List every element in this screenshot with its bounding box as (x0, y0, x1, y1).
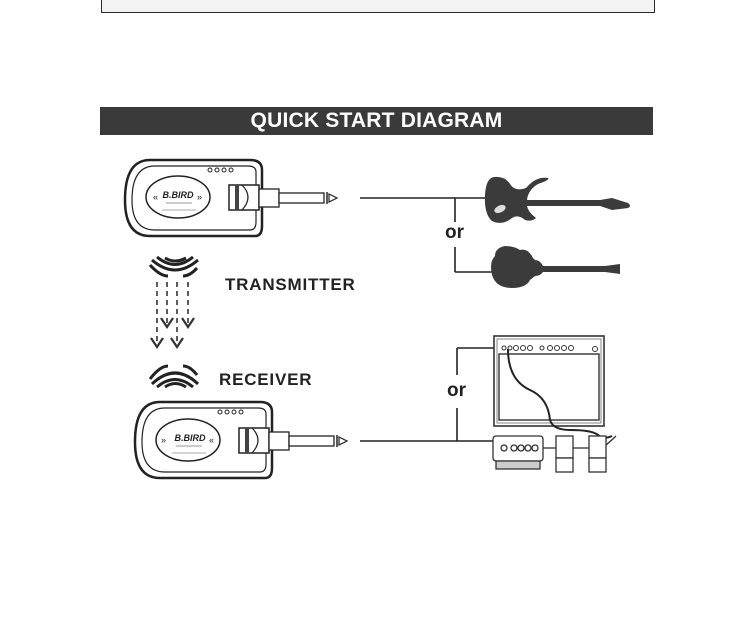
amp-connection-lines (360, 347, 505, 442)
guitar-connection-lines (360, 197, 495, 273)
receiver-label: RECEIVER (219, 370, 313, 389)
receiver-device: B.BIRD » « (133, 400, 349, 480)
left-arrows-icon: « (209, 435, 214, 445)
or-label-guitars: or (445, 222, 464, 243)
transmitter-label: TRANSMITTER (225, 275, 356, 294)
signal-arrows-icon (156, 282, 189, 343)
transmitter-signal-icon (148, 255, 199, 278)
section-title-banner: QUICK START DIAGRAM (100, 107, 653, 135)
left-arrows-icon: « (153, 192, 158, 202)
led-indicator-icon (217, 409, 244, 415)
jack-plug-icon (228, 184, 339, 211)
effects-pedal-icon (492, 435, 617, 473)
right-arrows-icon: » (197, 192, 202, 202)
transmitter-brand-text: B.BIRD (163, 190, 194, 200)
les-paul-guitar-icon (491, 246, 620, 288)
led-indicator-icon (207, 167, 234, 173)
jack-plug-icon (238, 427, 349, 454)
or-label-amp: or (447, 380, 466, 401)
receiver-signal-icon (148, 364, 200, 389)
transmitter-device: B.BIRD « » (123, 158, 339, 238)
receiver-brand-text: B.BIRD (175, 433, 206, 443)
previous-section-box (101, 0, 655, 13)
amplifier-icon (493, 335, 613, 439)
right-arrows-icon: » (161, 435, 166, 445)
electric-guitar-icon (484, 176, 630, 223)
